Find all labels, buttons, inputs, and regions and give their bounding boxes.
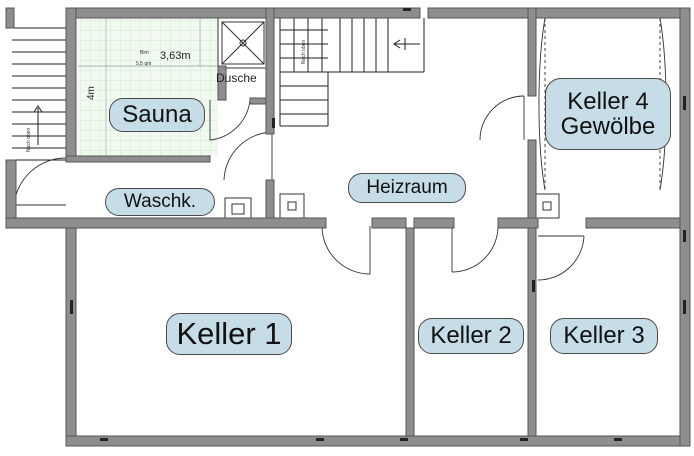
dimension-height: 4m xyxy=(86,86,97,100)
room-label-heizraum: Heizraum xyxy=(348,173,466,203)
walls xyxy=(5,7,691,447)
room-label-keller2: Keller 2 xyxy=(418,318,524,354)
dimension-width: 3,63m xyxy=(160,50,191,62)
room-label-waschk: Waschk. xyxy=(105,188,215,216)
bad-small-note: Bim xyxy=(140,50,149,56)
stair-note-left: Nach oben xyxy=(26,128,32,152)
shower xyxy=(217,17,269,69)
room-label-keller3: Keller 3 xyxy=(550,318,658,354)
sauna-floor xyxy=(78,18,218,156)
room-label-keller1: Keller 1 xyxy=(166,313,292,355)
fixtures xyxy=(224,193,560,221)
stairs-right xyxy=(279,18,425,127)
stair-note-right: Nach oben xyxy=(301,40,307,64)
area-small-note: 5,5 qm xyxy=(136,61,151,67)
wall-markers xyxy=(70,8,686,441)
stairs-left xyxy=(12,27,66,161)
room-label-keller4: Keller 4 Gewölbe xyxy=(545,78,671,150)
room-label-dusche: Dusche xyxy=(216,71,257,85)
room-label-sauna: Sauna xyxy=(109,98,205,132)
